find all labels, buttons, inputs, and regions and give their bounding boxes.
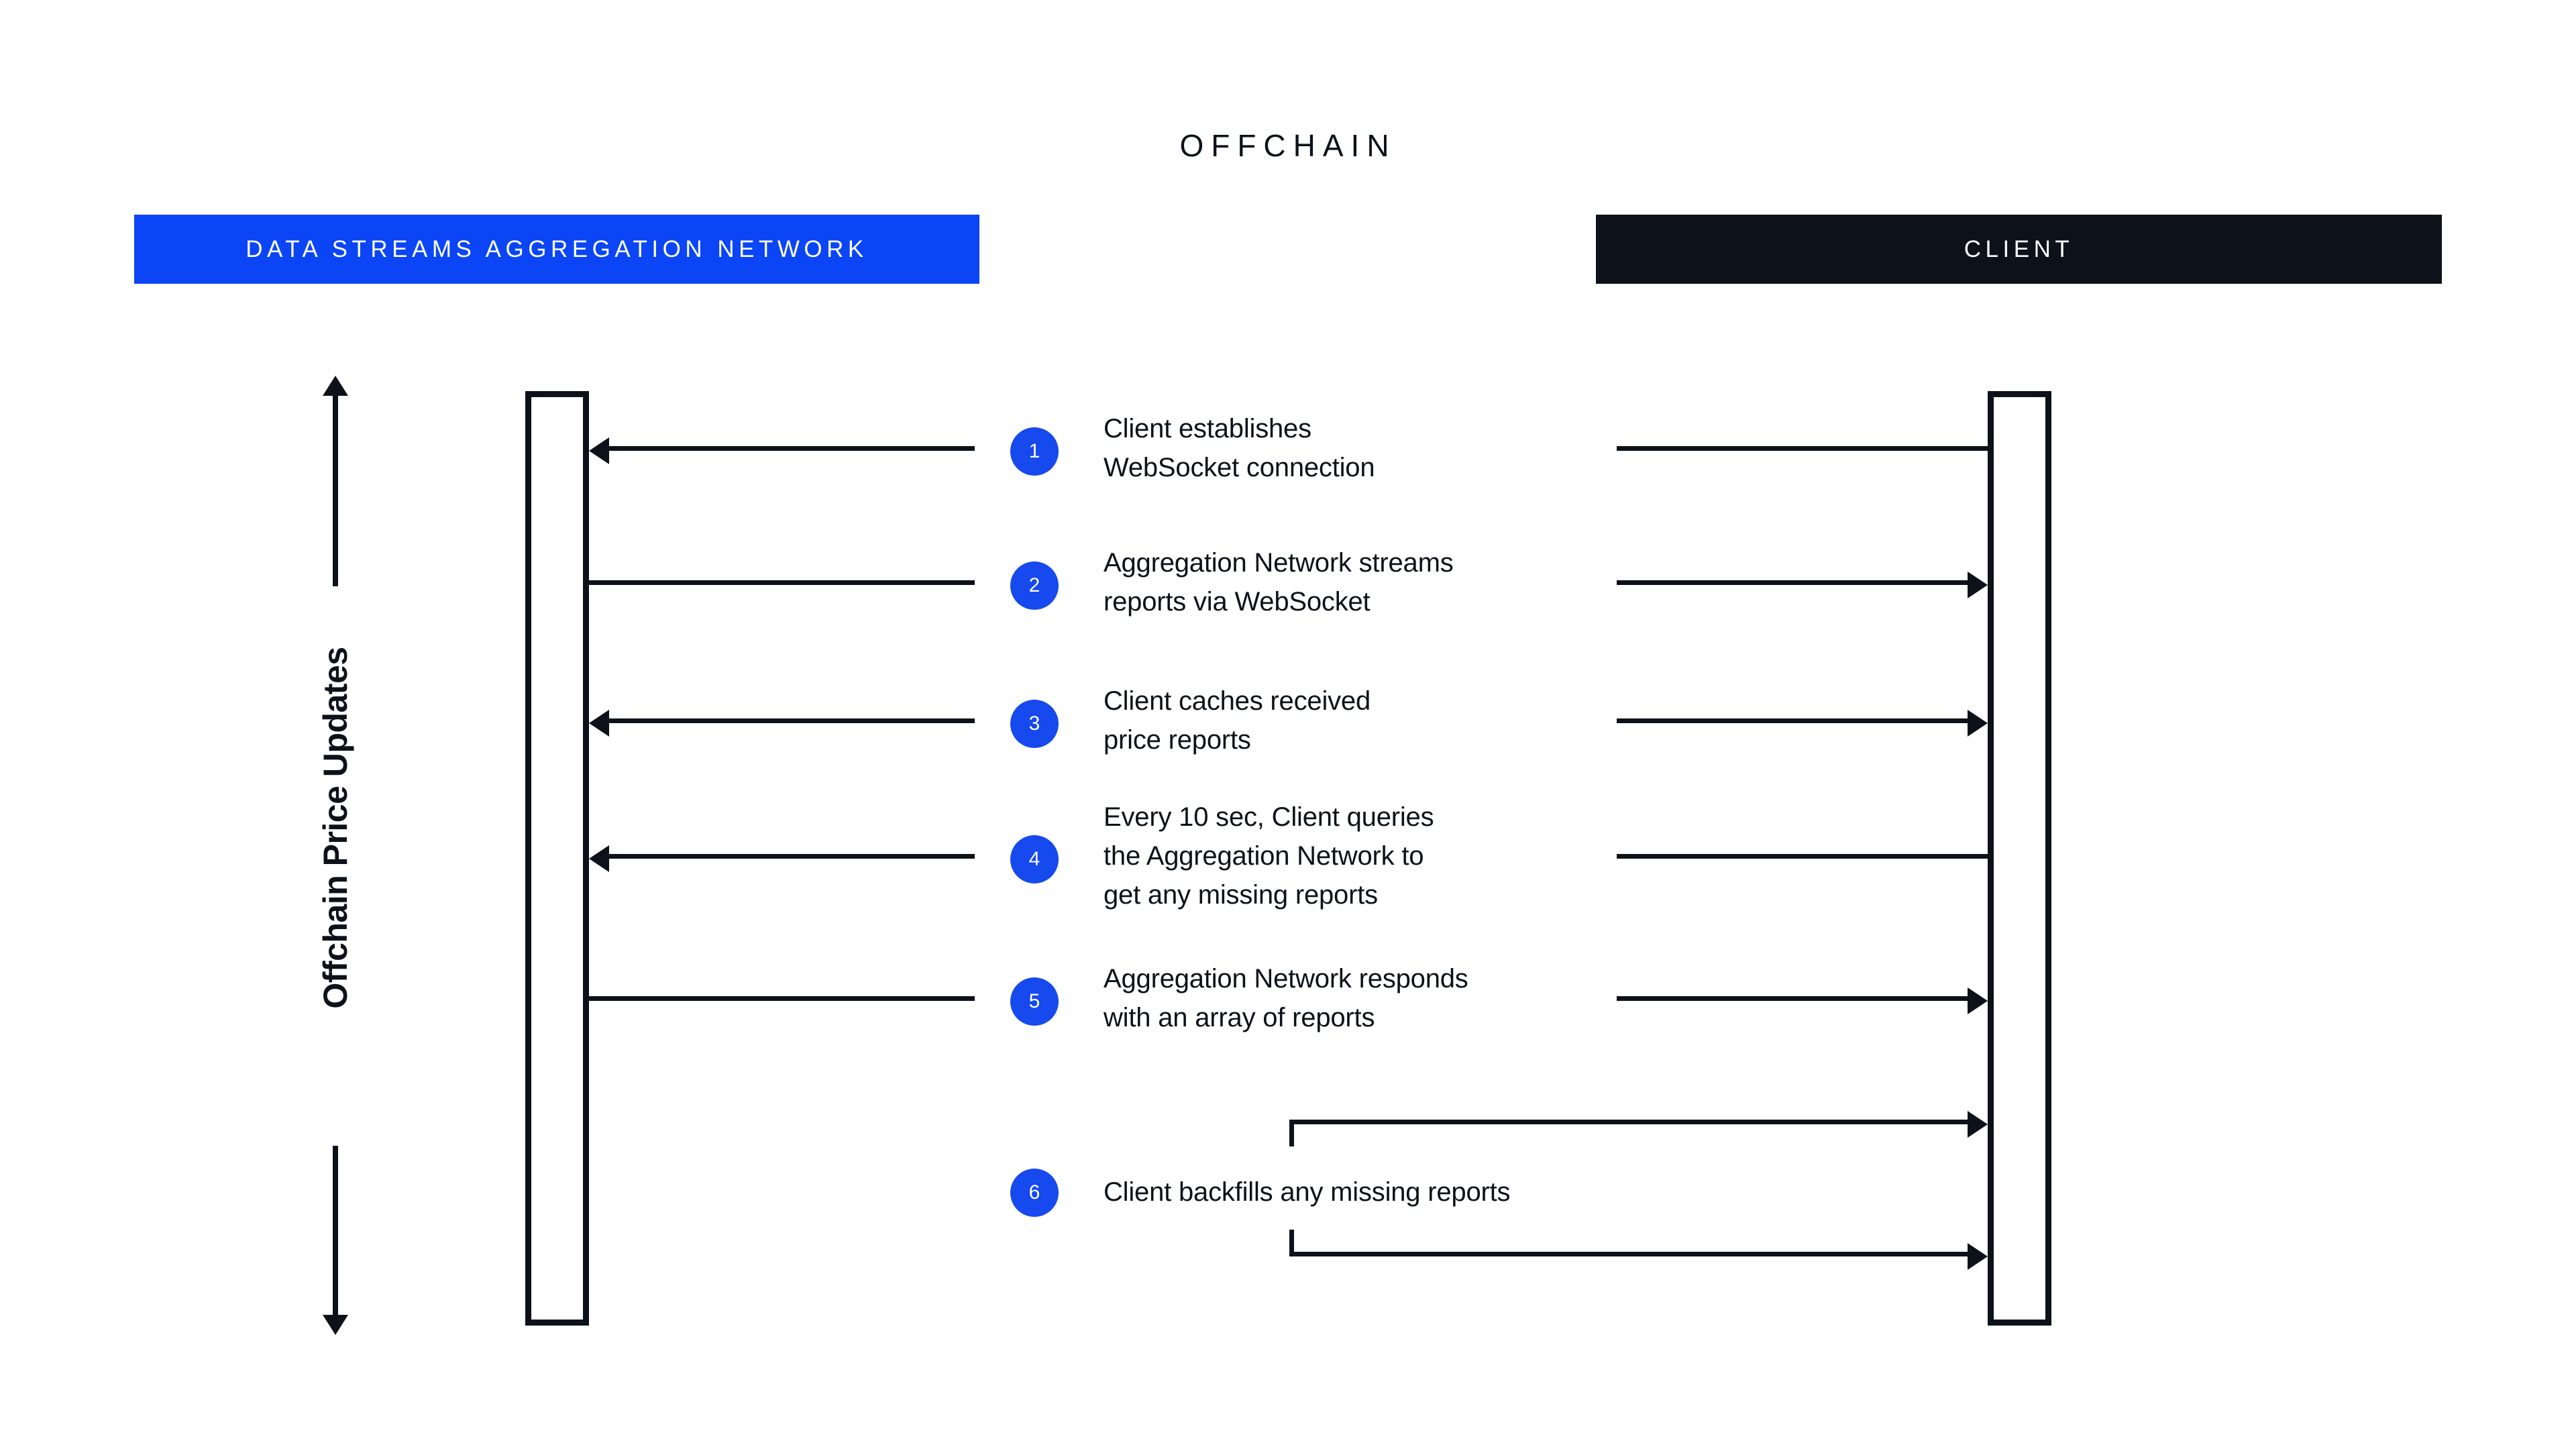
step-badge-4: 4 xyxy=(1010,835,1059,883)
arrow-right-icon-2 xyxy=(1968,572,1988,598)
bracket-line-top-6 xyxy=(1289,1120,1968,1124)
lifeline-client xyxy=(1988,391,2051,1326)
bracket-stub-top-6 xyxy=(1289,1120,1294,1146)
arrow-right-icon-6-bottom xyxy=(1968,1243,1988,1270)
step-badge-3: 3 xyxy=(1010,700,1059,748)
axis-label: Offchain Price Updates xyxy=(317,647,354,1009)
message-line-right-2 xyxy=(1617,580,1968,585)
lane-header-client: CLIENT xyxy=(1596,215,2442,284)
step-badge-6: 6 xyxy=(1010,1169,1059,1217)
message-line-right-5 xyxy=(1617,996,1968,1001)
arrow-right-icon-3 xyxy=(1968,710,1988,737)
message-line-right-1 xyxy=(1617,446,1988,451)
axis-line-bottom xyxy=(333,1146,338,1322)
step-text-1: Client establishes WebSocket connection xyxy=(1104,414,1375,482)
step-text-2: Aggregation Network streams reports via … xyxy=(1104,548,1454,616)
lane-header-aggregation-network: DATA STREAMS AGGREGATION NETWORK xyxy=(134,215,979,284)
bracket-line-bottom-6 xyxy=(1289,1252,1968,1256)
step-badge-2: 2 xyxy=(1010,561,1059,610)
step-badge-5: 5 xyxy=(1010,977,1059,1026)
step-badge-1: 1 xyxy=(1010,427,1059,476)
arrow-left-icon-1 xyxy=(589,437,609,464)
arrow-right-icon-5 xyxy=(1968,987,1988,1014)
step-text-3: Client caches received price reports xyxy=(1104,686,1371,755)
offchain-price-updates-axis: Offchain Price Updates xyxy=(295,376,376,1335)
step-text-4: Every 10 sec, Client queries the Aggrega… xyxy=(1104,802,1434,910)
arrow-right-icon-6-top xyxy=(1968,1111,1988,1138)
page-title: OFFCHAIN xyxy=(1179,128,1397,163)
message-line-right-4 xyxy=(1617,854,1988,859)
step-text-5: Aggregation Network responds with an arr… xyxy=(1104,964,1468,1032)
message-line-left-2 xyxy=(589,580,975,585)
message-line-left-1 xyxy=(609,446,975,451)
arrow-left-icon-4 xyxy=(589,845,609,872)
lane-header-client-label: CLIENT xyxy=(1964,235,2074,262)
arrow-left-icon-3 xyxy=(589,710,609,737)
step-text-6: Client backfills any missing reports xyxy=(1104,1177,1511,1207)
lifeline-aggregation-network xyxy=(525,391,589,1326)
arrow-down-icon xyxy=(323,1315,348,1335)
axis-line-top xyxy=(333,390,338,586)
message-line-left-3 xyxy=(609,718,975,723)
message-line-left-5 xyxy=(589,996,975,1001)
message-line-right-3 xyxy=(1617,718,1968,723)
message-line-left-4 xyxy=(609,854,975,859)
lane-header-aggregation-network-label: DATA STREAMS AGGREGATION NETWORK xyxy=(246,235,868,262)
bracket-stub-bottom-6 xyxy=(1289,1230,1294,1256)
